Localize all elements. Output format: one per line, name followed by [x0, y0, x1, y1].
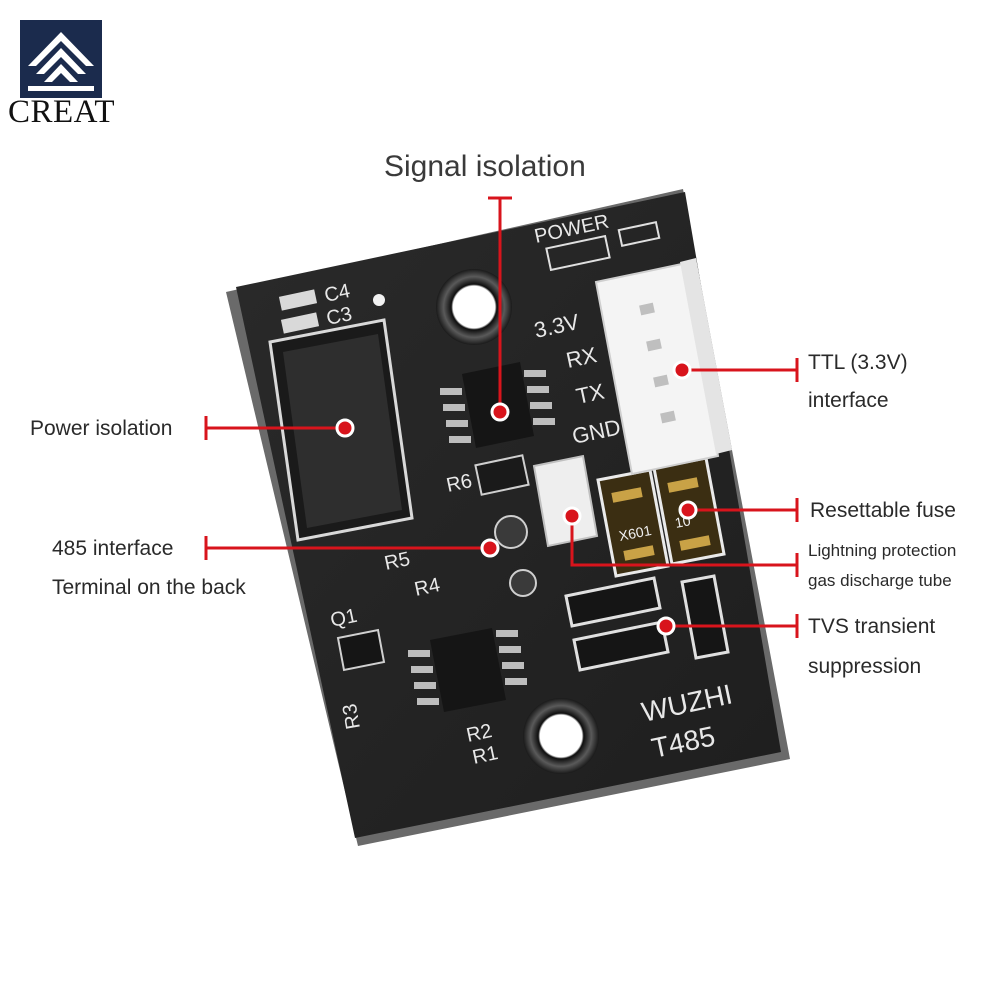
silk-r2: R2 [464, 720, 494, 747]
silk-c3: C3 [324, 303, 354, 330]
mounting-hole-top [436, 269, 512, 345]
creat-logo-icon [20, 20, 102, 98]
gas-discharge-tube [532, 454, 599, 548]
silk-fuse-a: X601 [618, 522, 653, 544]
rs485-transceiver-ic [408, 628, 527, 712]
logo-wordmark: CREAT [8, 94, 116, 130]
annotation-ttl-line2: interface [808, 389, 889, 412]
mounting-hole-bottom [523, 698, 599, 774]
silk-q1: Q1 [328, 605, 359, 632]
annotation-485-line2: Terminal on the back [52, 576, 246, 599]
annotation-signal-isolation: Signal isolation [384, 150, 586, 183]
annotation-tvs-line2: suppression [808, 655, 922, 678]
annotation-markers [335, 360, 698, 636]
annotation-lightning-line1: Lightning protection [808, 541, 957, 560]
annotation-tvs-line1: TVS transient [808, 615, 936, 638]
annotation-resettable-fuse: Resettable fuse [810, 499, 956, 522]
annotation-lines [204, 196, 799, 638]
annotation-lightning-line2: gas discharge tube [808, 571, 952, 590]
silk-r3: R3 [339, 702, 365, 731]
ttl-connector [594, 258, 732, 476]
tvs-diodes [564, 574, 730, 672]
silk-r1: R1 [470, 742, 500, 769]
silk-r5: R5 [382, 548, 412, 575]
pin-label-tx: TX [574, 379, 607, 409]
annotation-485-line1: 485 interface [52, 537, 174, 560]
silk-r4: R4 [412, 574, 442, 601]
silk-c4: C4 [322, 280, 352, 307]
annotation-ttl-line1: TTL (3.3V) [808, 351, 908, 374]
silk-r6: R6 [444, 470, 474, 497]
annotation-power-isolation: Power isolation [30, 417, 173, 440]
